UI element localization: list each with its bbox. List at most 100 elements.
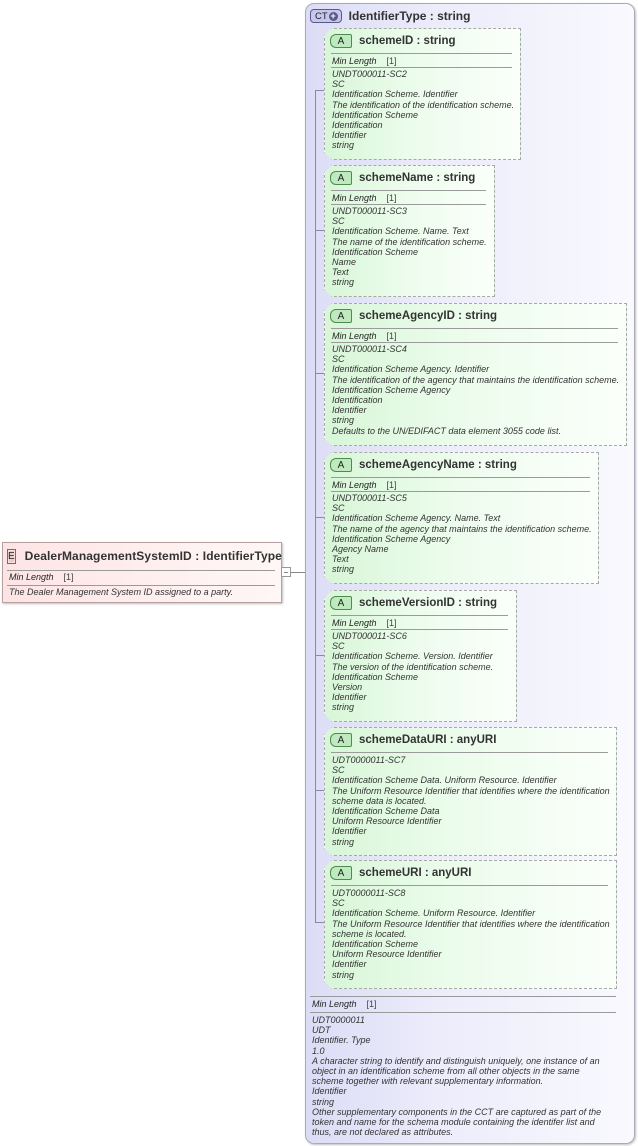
doc-line: UNDT000011-SC2	[332, 69, 407, 79]
doc-line: 1.0	[312, 1045, 325, 1056]
attribute-title: schemeName : string	[359, 172, 476, 184]
doc-line: Identification Scheme. Identifier	[332, 89, 458, 100]
divider	[7, 570, 275, 571]
attribute-documentation: UDT0000011-SC7 SC Identification Scheme …	[332, 755, 610, 847]
tree-connector	[315, 90, 325, 91]
doc-line: The Uniform Resource Identifier that ide…	[332, 785, 610, 806]
doc-line: SC	[332, 641, 345, 652]
property-label: Min Length	[312, 999, 357, 1009]
divider	[331, 885, 608, 886]
doc-line: Identification Scheme Data	[332, 806, 440, 817]
divider	[331, 629, 508, 630]
property-value: [1]	[386, 193, 397, 203]
attribute-documentation: UNDT000011-SC4 SC Identification Scheme …	[332, 344, 620, 436]
property-value: [1]	[63, 572, 74, 582]
doc-line: Identification Scheme Agency. Name. Text	[332, 513, 501, 524]
doc-line: Identification Scheme. Name. Text	[332, 226, 469, 237]
divider	[331, 190, 486, 191]
doc-line: Defaults to the UN/EDIFACT data element …	[332, 425, 561, 436]
complex-type-property-min-length: Min Length[1]	[312, 999, 377, 1009]
property-label: Min Length	[332, 618, 377, 628]
element-header: E DealerManagementSystemID : IdentifierT…	[7, 547, 282, 565]
doc-line: The name of the identification scheme.	[332, 236, 487, 247]
doc-line: A character string to identify and disti…	[312, 1055, 600, 1087]
divider	[331, 53, 512, 54]
element-box-dealer-management-system-id[interactable]: E DealerManagementSystemID : IdentifierT…	[2, 542, 282, 603]
divider	[310, 1012, 616, 1013]
element-property-min-length: Min Length[1]	[9, 572, 74, 582]
attribute-title: schemeAgencyID : string	[359, 310, 498, 322]
complex-type-documentation: UDT0000011 UDT Identifier. Type 1.0 A ch…	[312, 1015, 612, 1137]
attribute-icon: A	[330, 733, 352, 747]
divider	[331, 328, 618, 329]
doc-line: The identification of the agency that ma…	[332, 374, 620, 385]
connector-line	[291, 572, 305, 573]
doc-line: string	[332, 702, 355, 713]
doc-line: UNDT000011-SC3	[332, 206, 407, 216]
element-title: DealerManagementSystemID : IdentifierTyp…	[24, 549, 282, 563]
doc-line: The Uniform Resource Identifier that ide…	[332, 918, 610, 939]
attribute-property-min-length: Min Length[1]	[332, 618, 397, 628]
divider	[331, 342, 618, 343]
doc-line: UDT	[312, 1025, 331, 1036]
attribute-documentation: UNDT000011-SC6 SC Identification Scheme.…	[332, 631, 510, 713]
property-label: Min Length	[332, 56, 377, 66]
tree-connector-vertical	[315, 90, 316, 922]
doc-line: Identification	[332, 120, 383, 131]
attribute-title: schemeURI : anyURI	[359, 867, 472, 879]
tree-connector	[315, 790, 325, 791]
attribute-property-min-length: Min Length [1]	[332, 56, 397, 66]
divider	[331, 477, 590, 478]
attribute-property-min-length: Min Length[1]	[332, 193, 397, 203]
attribute-title: schemeDataURI : anyURI	[359, 734, 497, 746]
element-icon: E	[7, 548, 16, 564]
attribute-documentation: UDT0000011-SC8 SC Identification Scheme.…	[332, 888, 610, 980]
doc-line: Text	[332, 267, 349, 278]
doc-line: UNDT000011-SC6	[332, 631, 407, 641]
doc-line: Identification Scheme Agency	[332, 533, 451, 544]
doc-line: SC	[332, 354, 345, 365]
complex-type-title: IdentifierType : string	[348, 9, 471, 23]
tree-connector	[315, 373, 325, 374]
doc-line: Identification Scheme. Version. Identifi…	[332, 651, 493, 662]
property-value: [1]	[386, 480, 397, 490]
collapse-toggle-icon[interactable]	[281, 567, 291, 577]
attribute-documentation: UNDT000011-SC3 SC Identification Scheme.…	[332, 206, 488, 288]
divider	[331, 752, 608, 753]
doc-line: Identifier	[332, 826, 367, 837]
doc-line: Uniform Resource Identifier	[332, 949, 442, 960]
doc-line: UDT0000011-SC8	[332, 888, 406, 898]
doc-line: string	[332, 969, 355, 980]
divider	[310, 996, 616, 997]
attribute-icon: A	[330, 458, 352, 472]
property-label: Min Length	[332, 480, 377, 490]
attribute-icon: A	[330, 171, 352, 185]
doc-line: string	[332, 277, 355, 288]
doc-line: SC	[332, 216, 345, 227]
expand-plus-icon: +	[328, 10, 338, 21]
doc-line: string	[332, 140, 355, 151]
divider	[331, 615, 508, 616]
property-value: [1]	[386, 56, 397, 66]
attribute-icon: A	[330, 596, 352, 610]
doc-line: Identifier	[312, 1086, 347, 1097]
doc-line: Identifier	[332, 130, 367, 141]
divider	[7, 585, 275, 586]
doc-line: UNDT000011-SC5	[332, 493, 407, 503]
doc-line: Identification Scheme	[332, 109, 419, 120]
doc-line: Identifier	[332, 405, 367, 416]
divider	[331, 204, 486, 205]
doc-line: UDT0000011	[312, 1015, 365, 1025]
property-value: [1]	[386, 331, 397, 341]
doc-line: SC	[332, 503, 345, 514]
doc-line: The version of the identification scheme…	[332, 661, 494, 672]
doc-line: Identifier. Type	[312, 1035, 371, 1046]
tree-connector	[315, 230, 325, 231]
